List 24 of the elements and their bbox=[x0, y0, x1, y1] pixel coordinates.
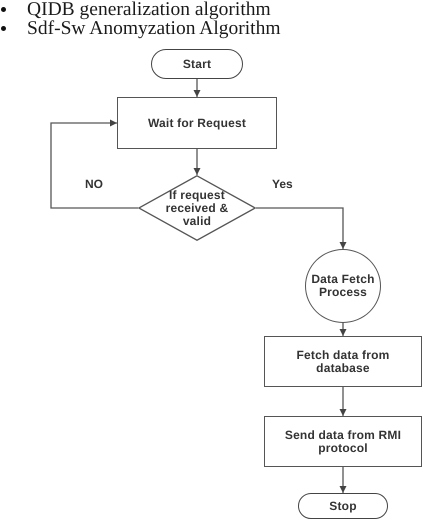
arrow bbox=[50, 120, 138, 209]
process-box bbox=[117, 97, 277, 149]
arrow bbox=[340, 323, 346, 336]
arrow bbox=[194, 149, 200, 175]
node-text: Stop bbox=[329, 500, 357, 512]
node-text: Data Fetch Process bbox=[310, 273, 376, 299]
edge-label: Yes bbox=[271, 178, 294, 191]
arrow bbox=[340, 467, 346, 493]
edge-label: NO bbox=[84, 178, 104, 191]
node-text: Fetch data from database bbox=[295, 348, 390, 374]
process-box bbox=[264, 416, 422, 467]
terminator-shape bbox=[151, 49, 243, 79]
decision-diamond bbox=[138, 175, 256, 241]
arrow bbox=[340, 387, 346, 416]
node-text: Start bbox=[182, 58, 212, 70]
arrow bbox=[256, 207, 346, 249]
process-box bbox=[264, 336, 422, 387]
list-item-text: Sdf-Sw Anomyzation Algorithm bbox=[27, 19, 280, 38]
node-text: If request received & valid bbox=[164, 188, 230, 228]
node-text: Send data from RMI protocol bbox=[284, 428, 402, 454]
arrow bbox=[194, 79, 200, 97]
node-text: Wait for Request bbox=[148, 116, 246, 130]
list-item-text: QIDB generalization algorithm bbox=[27, 0, 271, 19]
terminator-shape bbox=[298, 493, 388, 519]
